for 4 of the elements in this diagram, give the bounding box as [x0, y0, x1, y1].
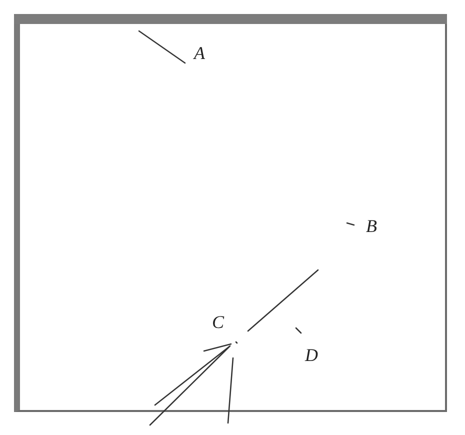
point-label: D [305, 346, 318, 364]
point-label: B [366, 217, 377, 235]
point-label: C [212, 313, 224, 331]
point-label: A [194, 44, 205, 62]
